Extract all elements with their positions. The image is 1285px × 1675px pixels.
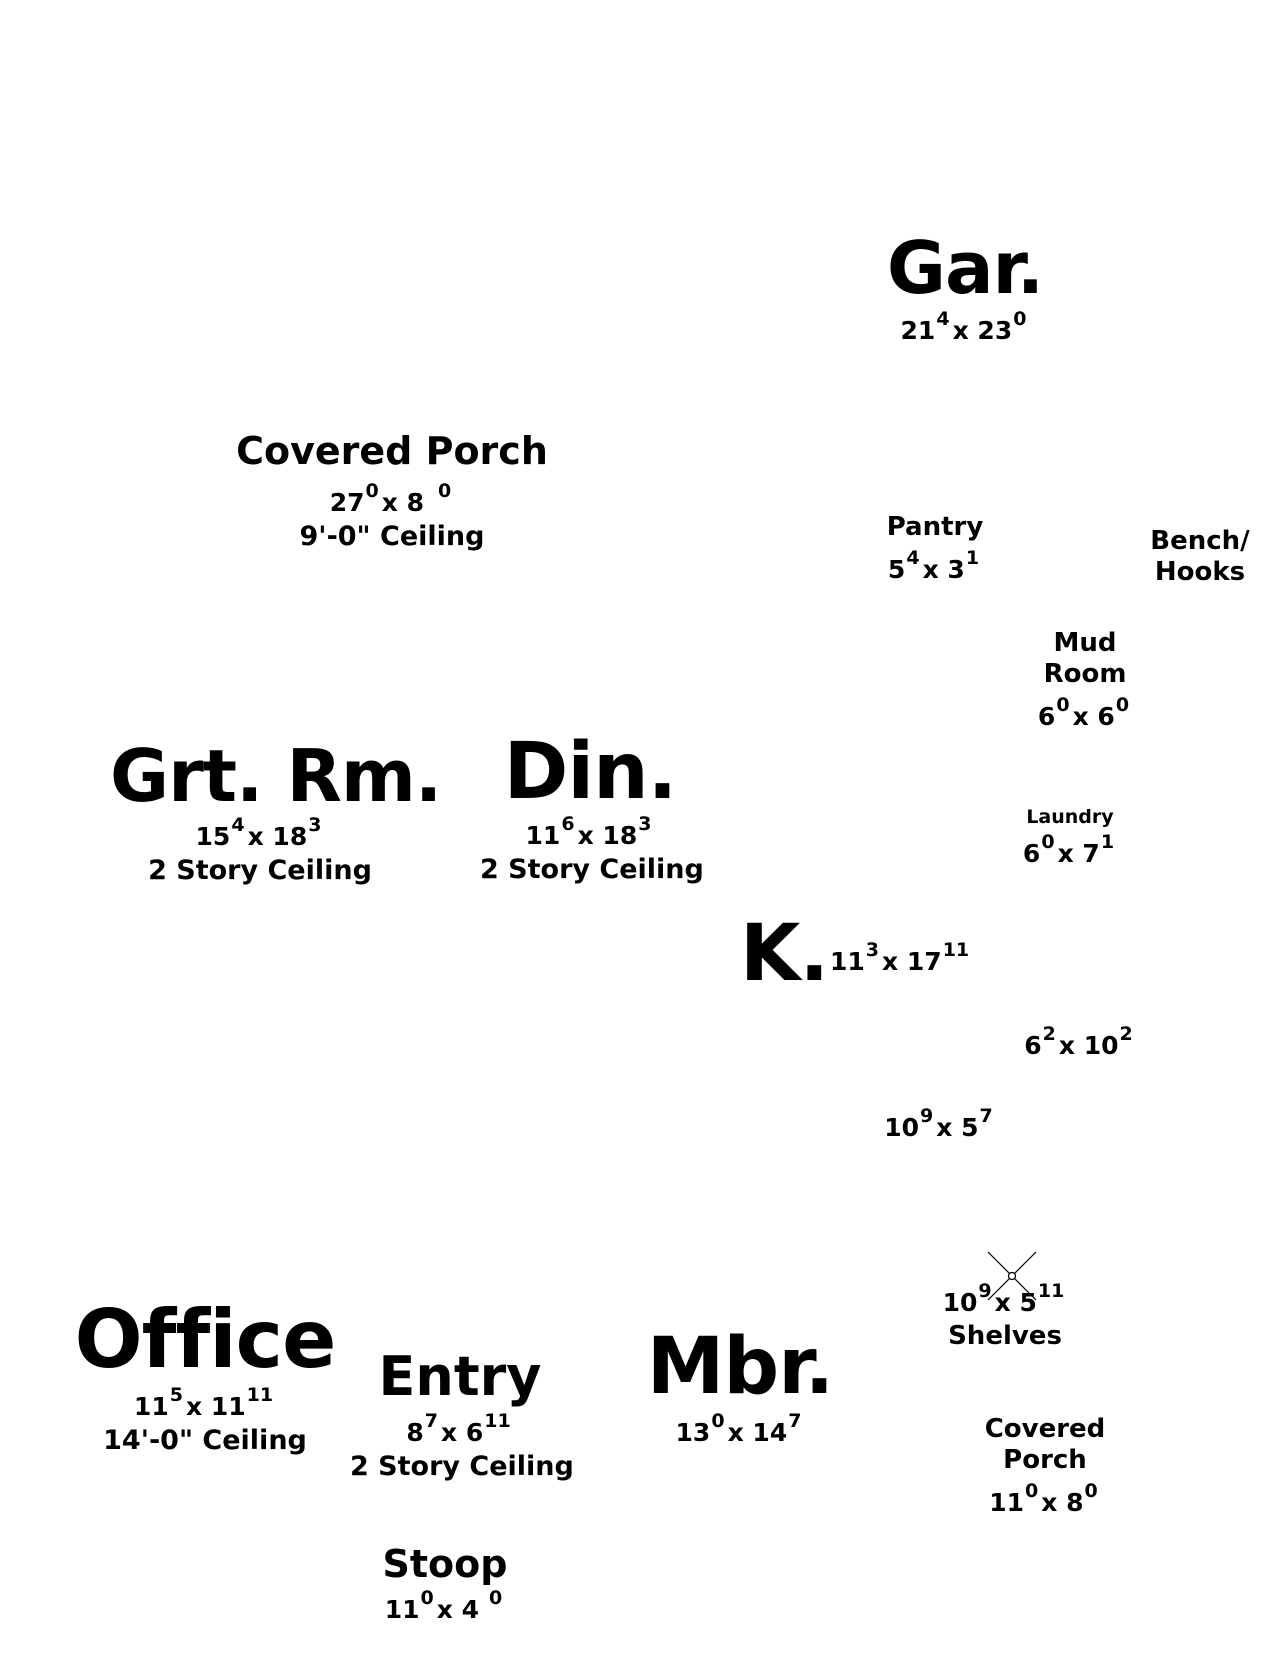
label-line: Room	[1043, 659, 1127, 690]
room-name: Entry	[378, 1345, 542, 1408]
room-note: 14'-0" Ceiling	[103, 1425, 307, 1456]
room-name: Office	[74, 1293, 337, 1386]
room-name: Grt. Rm.	[110, 734, 442, 818]
room-name: Gar.	[886, 226, 1044, 310]
label-line: Hooks	[1154, 557, 1246, 588]
label-line: Porch	[1003, 1445, 1087, 1476]
room-name: Din.	[503, 727, 678, 817]
room-name: Mbr.	[646, 1322, 834, 1412]
room-name: Laundry	[1026, 806, 1114, 828]
room-note: 2 Story Ceiling	[350, 1451, 574, 1482]
room-note: Shelves	[948, 1321, 1062, 1351]
room-note: 9'-0" Ceiling	[299, 521, 485, 552]
room-bench-hooks: Bench/ Hooks	[1145, 526, 1255, 588]
room-name: K.	[740, 909, 829, 999]
room-name: Covered Porch	[236, 429, 548, 473]
room-name: Stoop	[382, 1542, 508, 1586]
light-fixture-icon	[987, 1251, 1037, 1301]
label-line: Bench/	[1150, 526, 1250, 556]
label-line: Covered	[984, 1414, 1106, 1444]
room-name: Pantry	[886, 512, 984, 542]
label-line: Mud	[1053, 628, 1117, 658]
room-note: 2 Story Ceiling	[480, 854, 704, 885]
room-note: 2 Story Ceiling	[148, 855, 372, 886]
